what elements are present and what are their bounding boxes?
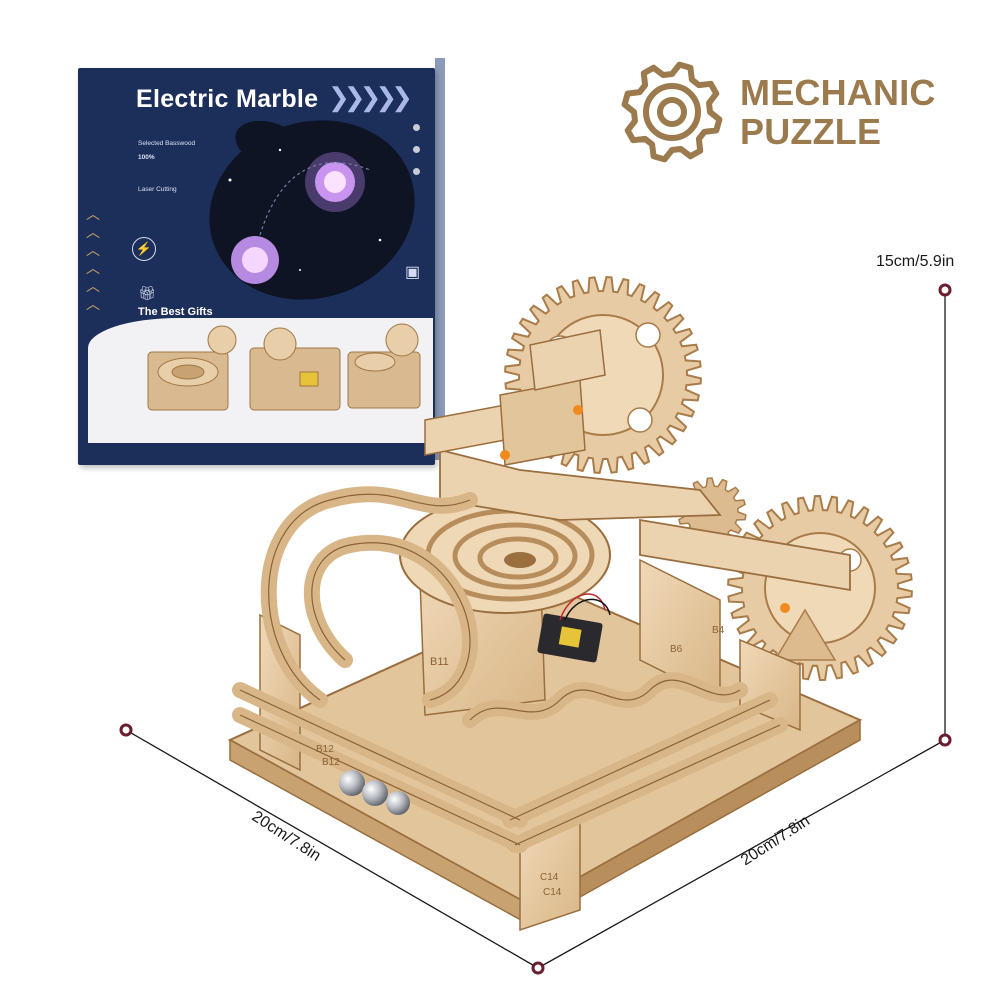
label-b12-mirror: B12 (322, 757, 340, 768)
box-nebula-illustration (209, 120, 415, 300)
box-gifts-heading: The Best Gifts (138, 306, 213, 318)
dimension-endpoint (531, 961, 545, 975)
box-ball-icon (413, 146, 420, 153)
dimension-endpoint (938, 733, 952, 747)
steel-balls (339, 770, 410, 815)
lightning-icon: ⚡ (132, 237, 156, 261)
dimension-endpoint (119, 723, 133, 737)
box-side-panel (435, 58, 445, 460)
label-c14-mirror: C14 (543, 887, 562, 898)
box-model-thumbnails (147, 323, 421, 411)
gift-icon: 🎁︎ (138, 285, 156, 301)
jar-icon: ▣ (405, 264, 421, 281)
right-arm-track (639, 518, 851, 592)
logo-text-line2: PUZZLE (740, 111, 882, 152)
dimension-lines (125, 290, 946, 969)
dimension-endpoint (938, 283, 952, 297)
gear-logo-icon (621, 61, 723, 163)
box-spec-1: Selected Basswood (138, 140, 196, 147)
box-title: Electric Marble (136, 85, 319, 113)
box-spec-2: 100% (138, 154, 155, 161)
chevron-up-icon: ︿︿︿︿︿︿ (86, 206, 100, 312)
battery-box (537, 593, 611, 663)
lift-mechanism (424, 329, 790, 613)
box-spec-3: Laser Cutting (138, 186, 177, 193)
label-c14: C14 (540, 872, 559, 883)
chevron-right-icon: ❯❯❯❯❯ (328, 82, 413, 112)
label-b11: B11 (430, 656, 449, 668)
dimension-height-label: 15cm/5.9in (876, 253, 955, 270)
box-ball-icon (413, 168, 420, 175)
logo-text-line1: MECHANIC (740, 72, 936, 113)
label-b6: B6 (670, 644, 683, 655)
label-b12: B12 (316, 744, 334, 755)
box-ball-icon (413, 124, 420, 131)
label-b4: B4 (712, 625, 725, 636)
